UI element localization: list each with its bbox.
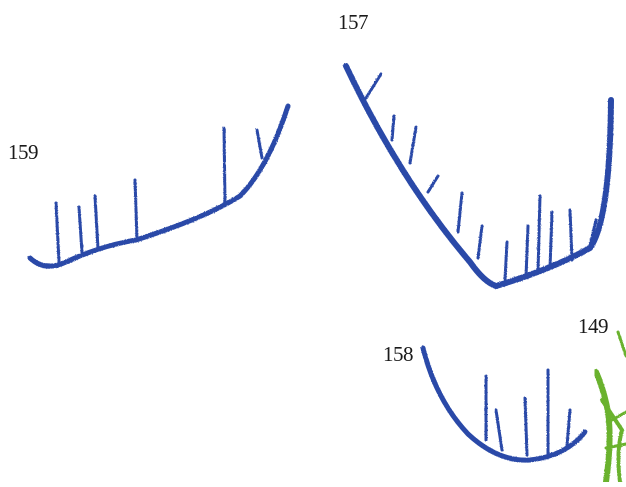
specimen-158-branch-2	[494, 408, 504, 452]
specimen-157-branch-3	[408, 125, 418, 165]
specimen-159-tracing	[27, 103, 291, 269]
specimen-159-branch-4	[133, 178, 139, 242]
specimen-149-main-line	[593, 369, 613, 485]
specimen-159-main-line	[27, 103, 291, 269]
specimen-157-branch-9	[536, 194, 542, 274]
specimen-157-branch-6	[476, 224, 484, 260]
specimen-label-159: 159	[8, 140, 39, 164]
specimen-157-branch-4	[426, 174, 440, 194]
specimen-157-branch-8	[524, 224, 530, 279]
specimen-157-branch-12	[588, 218, 598, 248]
specimen-157-branch-1	[364, 72, 383, 100]
specimen-157-branch-5	[456, 191, 464, 234]
specimen-158-main-line	[420, 345, 588, 463]
specimen-159-branch-2	[77, 205, 84, 255]
specimen-149-branch-2	[610, 410, 626, 422]
specimen-159-branch-1	[54, 201, 61, 264]
specimen-157-branch-10	[548, 210, 554, 270]
specimen-157-tracing	[343, 63, 614, 289]
specimen-149-branch-3	[604, 442, 626, 450]
specimen-157-main-line	[343, 63, 614, 289]
specimen-label-158: 158	[383, 342, 414, 366]
specimen-label-149: 149	[578, 314, 609, 338]
specimen-159-branch-5	[222, 126, 227, 204]
specimen-149-tracing	[593, 330, 626, 485]
specimen-157-branch-11	[568, 208, 574, 262]
specimen-159-branch-6	[255, 128, 264, 160]
specimen-149-branch-1	[616, 330, 626, 358]
specimen-label-157: 157	[338, 10, 369, 34]
specimen-158-branch-5	[565, 408, 572, 448]
specimen-157-branch-2	[390, 114, 396, 142]
specimen-158-tracing	[420, 345, 588, 463]
specimen-158-branch-3	[523, 396, 529, 457]
specimen-157-branch-7	[503, 240, 509, 282]
specimen-159-branch-3	[93, 194, 100, 251]
specimen-149-strand-2	[600, 398, 624, 484]
